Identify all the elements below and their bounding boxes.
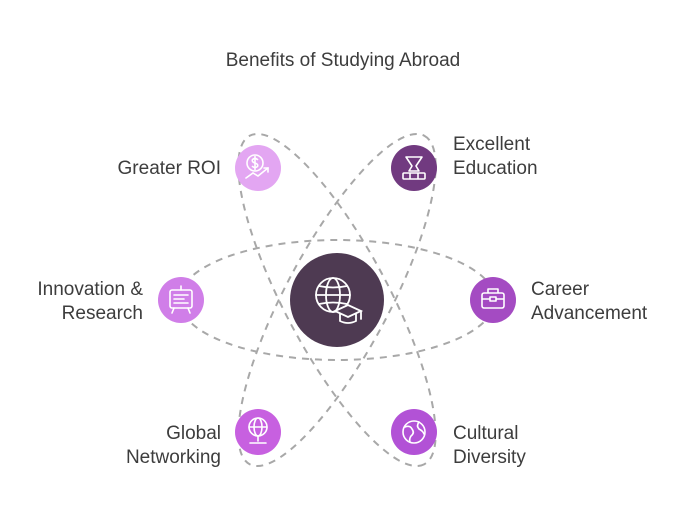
label-excellent-education: Excellent Education — [453, 134, 538, 179]
label-greater-roi: Greater ROI — [117, 158, 221, 179]
node-greater-roi — [235, 145, 281, 191]
network-globe-icon — [248, 417, 268, 444]
node-innovation-research — [158, 277, 204, 323]
node-career-advancement — [470, 277, 516, 323]
orbit-diagonal-left — [237, 132, 437, 468]
label-career-advancement: Career Advancement — [531, 279, 648, 324]
briefcase-icon — [481, 288, 505, 309]
center-circle — [290, 253, 384, 347]
node-excellent-education — [391, 145, 437, 191]
label-global-networking: Global Networking — [125, 423, 221, 468]
world-icon — [402, 420, 426, 444]
dollar-growth-icon — [245, 154, 269, 179]
label-cultural-diversity: Cultural Diversity — [453, 423, 526, 468]
trophy-icon — [402, 156, 426, 180]
label-innovation-research: Innovation & Research — [37, 279, 143, 324]
node-global-networking — [235, 409, 281, 455]
node-cultural-diversity — [391, 409, 437, 455]
globe-graduation-cap-icon — [315, 277, 364, 324]
orbit-diagonal-right — [237, 132, 437, 468]
innovation-board-icon — [169, 285, 193, 314]
diagram-title: Benefits of Studying Abroad — [225, 50, 461, 71]
center-node — [290, 253, 384, 347]
